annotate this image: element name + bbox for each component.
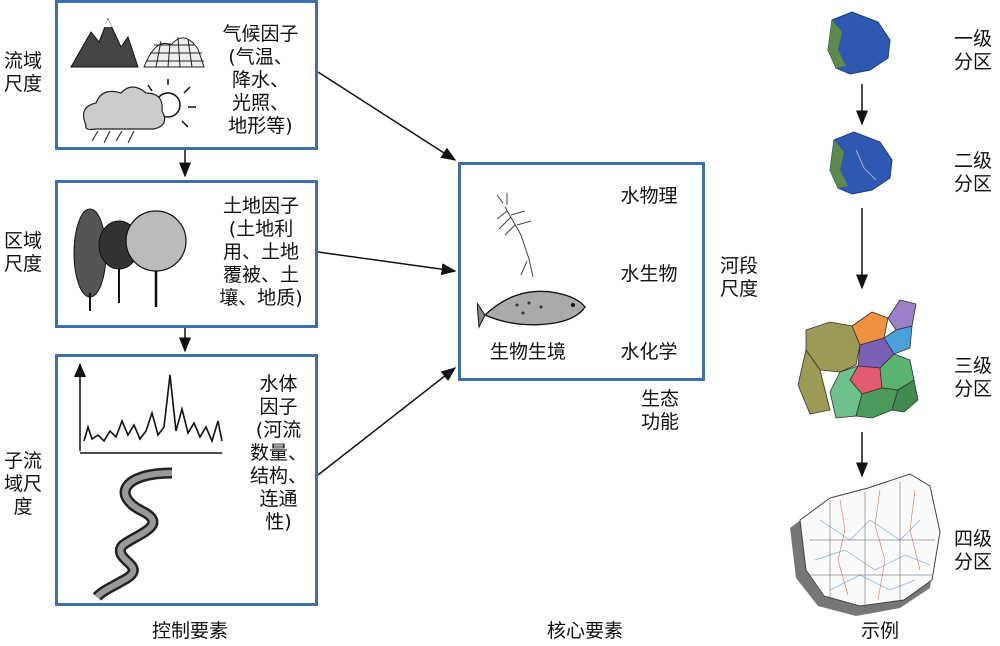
level1-label: 一级分区 (953, 28, 992, 73)
climate-factor-box: 气候因子 (气温、 降水、 光照、 地形等) (55, 0, 318, 150)
caption-core-elements: 核心要素 (546, 620, 623, 642)
level4-label: 四级分区 (953, 528, 992, 573)
water-factor-box: 水体 因子 (河流 数量、 结构、 连通 性) (55, 354, 318, 606)
ecological-function-label: 生态功能 (640, 388, 679, 433)
water-factor-text: 水体 因子 (河流 数量、 结构、 连通 性) (249, 373, 307, 533)
land-factor-box: 土地因子 (土地利 用、土地 覆被、土 壤、地质) (55, 180, 318, 328)
level2-label: 二级分区 (953, 150, 992, 195)
organisms-illustration (477, 193, 586, 329)
core-water-biology: 水生物 (620, 263, 678, 285)
land-factor-text: 土地因子 (土地利 用、土地 覆被、土 壤、地质) (219, 195, 303, 309)
core-elements-box: 水物理 水生物 水化学 生物生境 (458, 162, 705, 381)
rain-icon (91, 130, 135, 144)
arrow-climate-to-core (317, 71, 457, 161)
fish-icon (477, 290, 586, 329)
hydrograph-river-illustration (74, 363, 223, 601)
core-water-chemistry: 水化学 (620, 341, 678, 363)
level3-label: 三级分区 (953, 355, 992, 400)
insect-larva-icon (496, 193, 534, 278)
level1-map (827, 11, 891, 75)
level4-map (790, 473, 941, 616)
hydrograph-icon (74, 363, 223, 454)
cloud-icon (83, 86, 166, 131)
reach-scale-label: 河段尺度 (719, 255, 758, 300)
terrain-grid-icon (143, 36, 205, 68)
core-habitat: 生物生境 (489, 341, 566, 363)
arrow-land-to-core (317, 251, 457, 276)
climate-factor-text: 气候因子 (气温、 降水、 光照、 地形等) (222, 23, 299, 137)
level3-map (797, 299, 919, 419)
caption-control-elements: 控制要素 (151, 620, 228, 642)
arrow-water-to-core (317, 367, 457, 476)
river-icon (92, 467, 173, 601)
scale-label-region: 区域尺度 (3, 230, 42, 275)
mountain-cloud-illustration (70, 17, 205, 144)
caption-example: 示例 (860, 620, 899, 642)
scale-label-watershed: 流域尺度 (3, 50, 42, 95)
tree-icon (73, 208, 187, 311)
mountain-icon (70, 17, 139, 68)
level2-map (829, 131, 893, 195)
scale-label-subwatershed: 子流域尺度 (3, 450, 42, 518)
core-water-physics: 水物理 (620, 185, 678, 207)
trees-illustration (73, 208, 187, 311)
